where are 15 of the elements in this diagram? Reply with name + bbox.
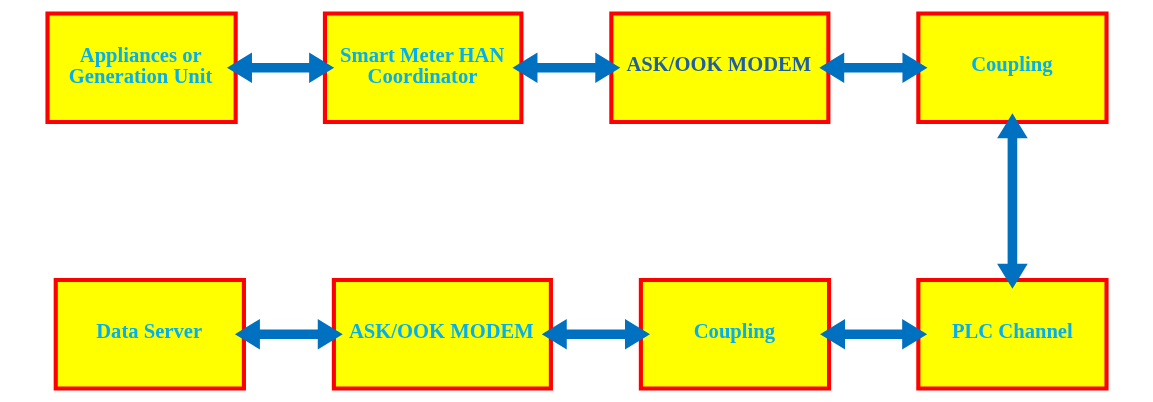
node-box: ASK/OOK MODEM	[331, 277, 553, 391]
arrow	[996, 113, 1028, 289]
arrow	[511, 52, 620, 84]
arrow	[234, 318, 343, 350]
node-box: Coupling	[915, 11, 1109, 125]
node-box: Coupling	[638, 277, 831, 391]
node-box: ASK/OOK MODEM	[608, 11, 830, 125]
arrow	[226, 52, 334, 84]
node-box: Smart Meter HAN Coordinator	[322, 11, 523, 125]
arrow	[819, 318, 927, 350]
node-box: PLC Channel	[915, 277, 1109, 391]
arrow	[541, 318, 650, 350]
node-box: Data Server	[53, 277, 246, 391]
arrow	[818, 52, 927, 84]
node-box: Appliances or Generation Unit	[44, 11, 238, 125]
